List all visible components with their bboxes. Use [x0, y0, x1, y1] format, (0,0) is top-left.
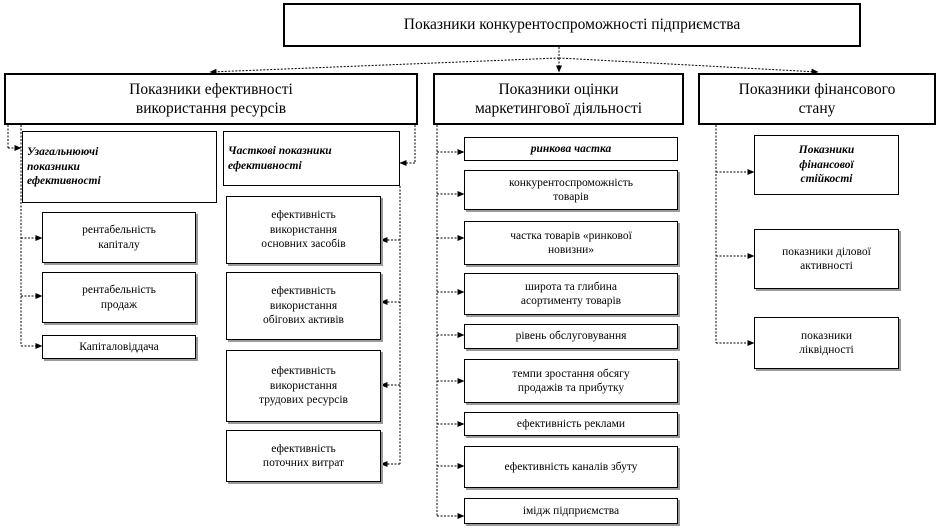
marketing-item-growth-rates: темпи зростання обсягу продажів та прибу… — [464, 359, 678, 403]
marketing-item-market-share: ринкова частка — [464, 137, 678, 161]
general-indicators-label: Узагальнюючі показники ефективності — [27, 146, 101, 188]
partial-item-current-costs: ефективність поточних витрат — [226, 430, 381, 482]
marketing-item-image: імідж підприємства — [464, 498, 678, 524]
partial-item-current-assets: ефективність використання обігових актив… — [226, 272, 381, 340]
marketing-item-label: конкурентоспроможність товарів — [509, 176, 633, 203]
marketing-item-competitiveness: конкурентоспроможність товарів — [464, 170, 678, 210]
marketing-item-label: імідж підприємства — [522, 504, 620, 517]
partial-indicators-label: Часткові показники ефективності — [228, 145, 332, 172]
marketing-item-service-level: рівень обслуговування — [464, 324, 678, 349]
financial-item-stability: Показники фінансової стійкості — [754, 135, 899, 195]
marketing-item-label: широта та глибина асортименту товарів — [520, 280, 622, 307]
marketing-item-sales-channels: ефективність каналів збуту — [464, 446, 678, 488]
group-marketing: Показники оцінки маркетингової діяльност… — [433, 73, 684, 125]
financial-item-business-activity: показники ділової активності — [754, 229, 899, 289]
partial-item-labor-resources: ефективність використання трудових ресур… — [226, 350, 381, 422]
group-financial-label: Показники фінансового стану — [738, 80, 896, 117]
marketing-item-label: рівень обслуговування — [515, 330, 627, 343]
root-label: Показники конкурентоспроможності підприє… — [403, 16, 741, 34]
root-node: Показники конкурентоспроможності підприє… — [283, 3, 861, 47]
partial-item-label: ефективність використання основних засоб… — [261, 209, 346, 251]
marketing-item-label: ринкова частка — [530, 142, 612, 155]
marketing-item-label: частка товарів «ринкової новизни» — [510, 229, 632, 256]
financial-item-label: показники ділової активності — [782, 245, 871, 272]
marketing-item-label: ефективність реклами — [516, 417, 626, 430]
financial-item-label: Показники фінансової стійкості — [798, 144, 855, 186]
general-item-capital-productivity: Капіталовіддача — [42, 335, 196, 359]
financial-item-label: показники ліквідності — [799, 329, 854, 356]
marketing-item-label: темпи зростання обсягу продажів та прибу… — [512, 367, 630, 394]
marketing-item-advertising: ефективність реклами — [464, 412, 678, 436]
group-financial: Показники фінансового стану — [698, 73, 936, 125]
group-resources: Показники ефективності використання ресу… — [4, 73, 418, 125]
partial-item-label: ефективність використання трудових ресур… — [259, 365, 348, 407]
general-indicators-title: Узагальнюючі показники ефективності — [22, 131, 217, 203]
partial-item-label: ефективність використання обігових актив… — [263, 285, 344, 327]
marketing-item-assortment: широта та глибина асортименту товарів — [464, 273, 678, 315]
general-item-sales-profitability: рентабельність продаж — [42, 272, 196, 323]
general-item-label: рентабельність продаж — [82, 284, 156, 311]
group-marketing-label: Показники оцінки маркетингової діяльност… — [474, 80, 643, 117]
partial-item-label: ефективність поточних витрат — [262, 442, 345, 469]
general-item-capital-profitability: рентабельність капіталу — [42, 212, 196, 263]
general-item-label: Капіталовіддача — [79, 340, 159, 353]
marketing-item-label: ефективність каналів збуту — [504, 460, 638, 473]
partial-item-fixed-assets: ефективність використання основних засоб… — [226, 196, 381, 264]
group-resources-label: Показники ефективності використання ресу… — [129, 80, 293, 117]
general-item-label: рентабельність капіталу — [82, 224, 156, 251]
marketing-item-novelty-share: частка товарів «ринкової новизни» — [464, 221, 678, 265]
financial-item-liquidity: показники ліквідності — [754, 317, 899, 369]
partial-indicators-title: Часткові показники ефективності — [223, 131, 400, 186]
